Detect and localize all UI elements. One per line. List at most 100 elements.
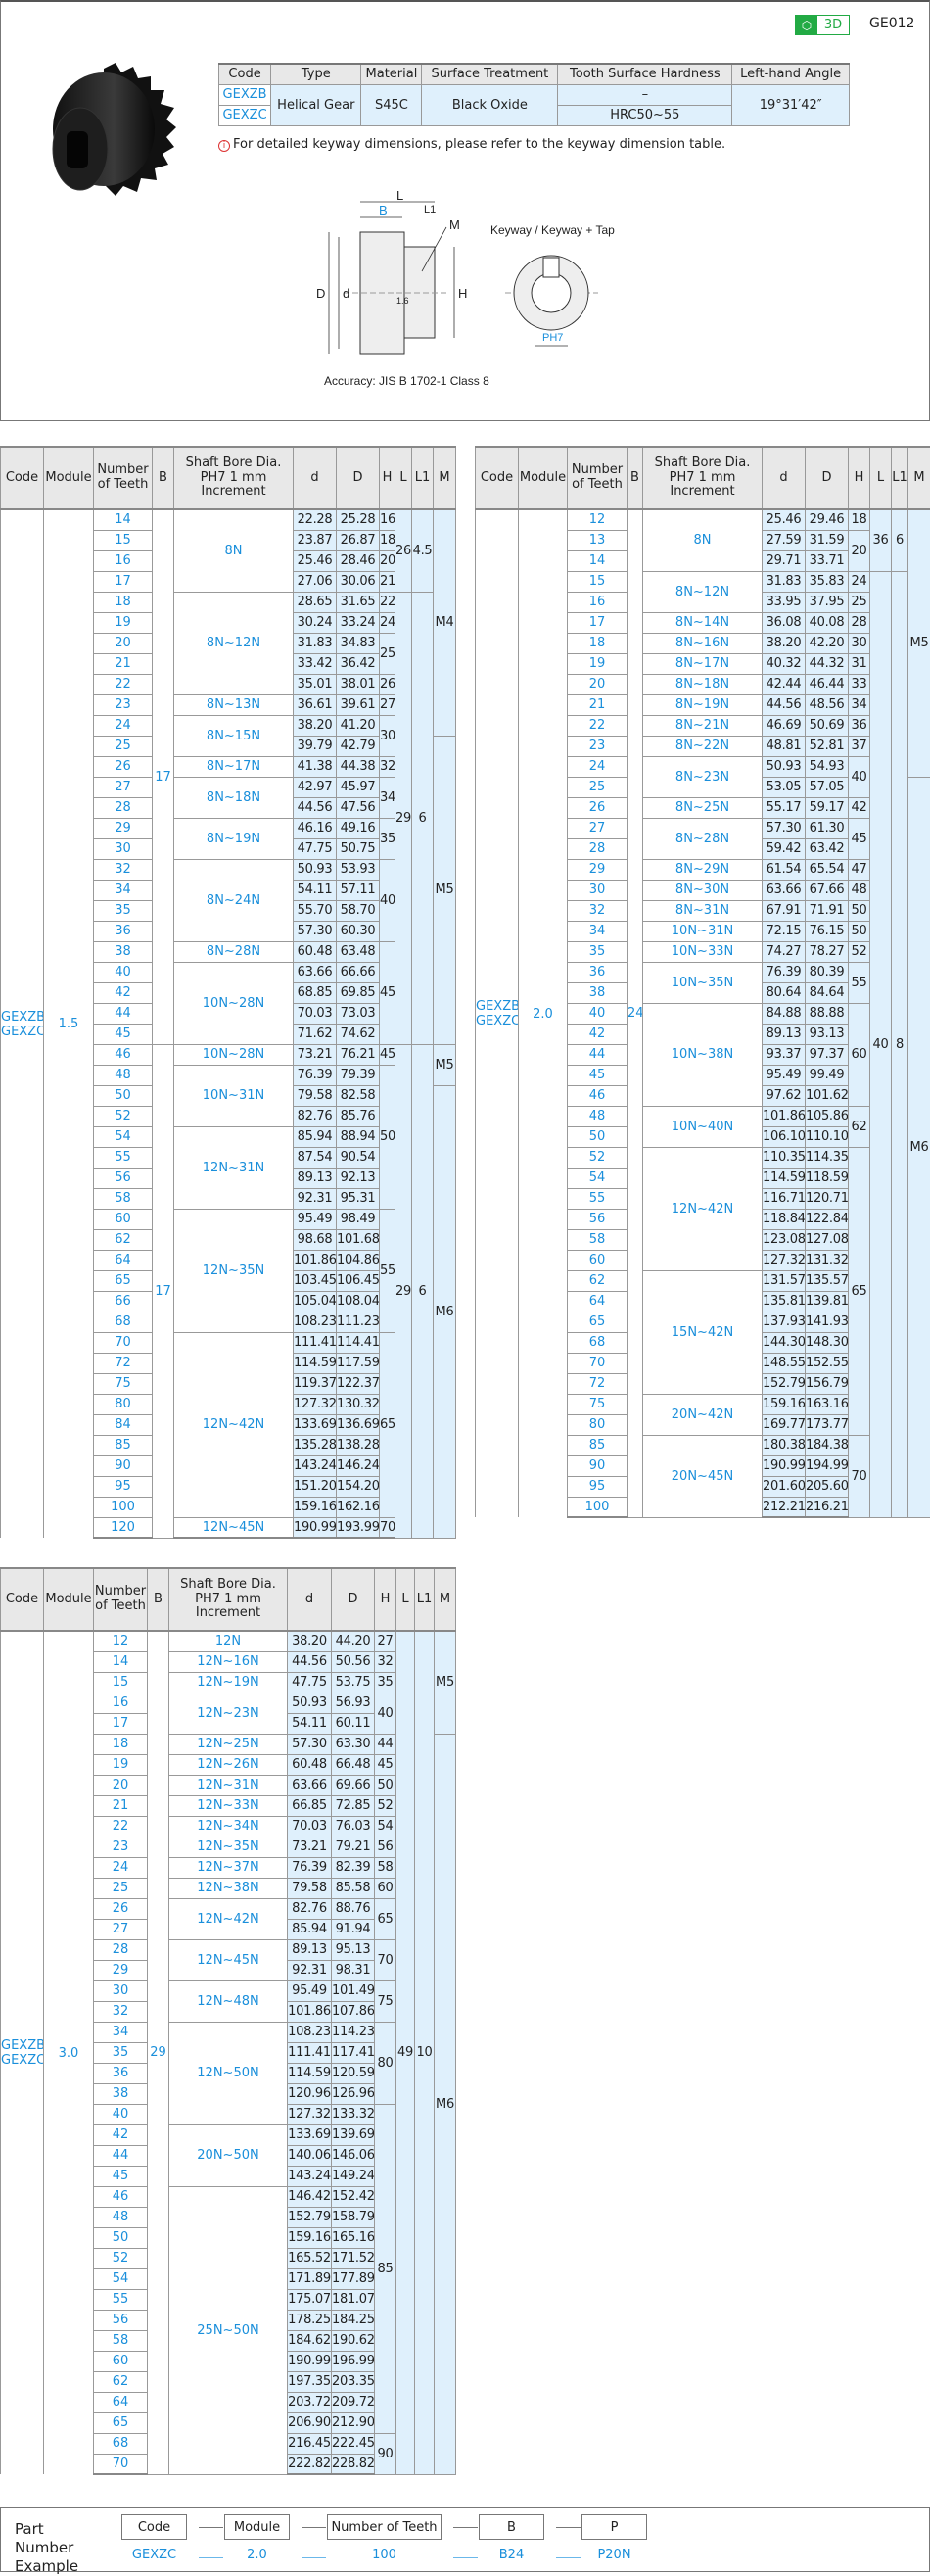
teeth-link[interactable]: 17 (94, 571, 153, 592)
teeth-link[interactable]: 21 (94, 1795, 148, 1816)
shaft-bore-link[interactable]: 12N~37N (169, 1857, 288, 1878)
teeth-link[interactable]: 84 (94, 1414, 153, 1435)
shaft-bore-link[interactable]: 12N~31N (174, 1126, 294, 1209)
teeth-link[interactable]: 25 (94, 1878, 148, 1898)
teeth-link[interactable]: 85 (94, 1435, 153, 1455)
teeth-link[interactable]: 65 (94, 1270, 153, 1291)
teeth-link[interactable]: 17 (568, 612, 628, 633)
teeth-link[interactable]: 68 (568, 1332, 628, 1353)
teeth-link[interactable]: 27 (568, 818, 628, 838)
teeth-link[interactable]: 14 (94, 1651, 148, 1672)
teeth-link[interactable]: 64 (94, 2392, 148, 2412)
shaft-bore-link[interactable]: 8N~22N (643, 736, 763, 756)
shaft-bore-link[interactable]: 12N~45N (174, 1517, 294, 1538)
teeth-link[interactable]: 44 (94, 1003, 153, 1024)
teeth-link[interactable]: 32 (94, 2001, 148, 2022)
teeth-link[interactable]: 46 (94, 2186, 148, 2207)
teeth-link[interactable]: 26 (568, 797, 628, 818)
shaft-bore-link[interactable]: 8N~30N (643, 880, 763, 900)
teeth-link[interactable]: 21 (94, 653, 153, 674)
shaft-bore-link[interactable]: 8N~28N (174, 941, 294, 962)
shaft-bore-link[interactable]: 12N~31N (169, 1775, 288, 1795)
teeth-link[interactable]: 55 (568, 1188, 628, 1209)
teeth-link[interactable]: 62 (568, 1270, 628, 1291)
teeth-link[interactable]: 22 (94, 674, 153, 694)
shaft-bore-link[interactable]: 10N~28N (174, 1044, 294, 1065)
teeth-link[interactable]: 54 (94, 1126, 153, 1147)
teeth-link[interactable]: 75 (94, 1373, 153, 1394)
teeth-link[interactable]: 50 (568, 1126, 628, 1147)
teeth-link[interactable]: 13 (568, 530, 628, 550)
teeth-link[interactable]: 70 (94, 2454, 148, 2474)
code-cell[interactable]: GEXZB GEXZC (1, 509, 44, 1538)
shaft-bore-link[interactable]: 20N~45N (643, 1435, 763, 1517)
teeth-link[interactable]: 48 (94, 1065, 153, 1085)
teeth-link[interactable]: 30 (94, 838, 153, 859)
teeth-link[interactable]: 72 (94, 1353, 153, 1373)
shaft-bore-link[interactable]: 12N~38N (169, 1878, 288, 1898)
code-link[interactable]: GEXZC (219, 105, 271, 125)
teeth-link[interactable]: 95 (568, 1476, 628, 1497)
teeth-link[interactable]: 56 (94, 2310, 148, 2330)
teeth-link[interactable]: 20 (568, 674, 628, 694)
teeth-link[interactable]: 68 (94, 1312, 153, 1332)
teeth-link[interactable]: 58 (94, 2330, 148, 2351)
shaft-bore-link[interactable]: 10N~31N (643, 921, 763, 941)
teeth-link[interactable]: 95 (94, 1476, 153, 1497)
shaft-bore-link[interactable]: 12N~33N (169, 1795, 288, 1816)
teeth-link[interactable]: 22 (568, 715, 628, 736)
teeth-link[interactable]: 90 (568, 1455, 628, 1476)
code-cell[interactable]: GEXZB GEXZC (1, 1631, 44, 2474)
teeth-link[interactable]: 23 (568, 736, 628, 756)
teeth-link[interactable]: 62 (94, 2371, 148, 2392)
teeth-link[interactable]: 40 (94, 2104, 148, 2124)
teeth-link[interactable]: 75 (568, 1394, 628, 1414)
teeth-link[interactable]: 54 (568, 1168, 628, 1188)
teeth-link[interactable]: 29 (94, 1960, 148, 1980)
shaft-bore-link[interactable]: 12N~19N (169, 1672, 288, 1693)
teeth-link[interactable]: 22 (94, 1816, 148, 1837)
teeth-link[interactable]: 27 (94, 777, 153, 797)
teeth-link[interactable]: 19 (94, 1754, 148, 1775)
teeth-link[interactable]: 70 (94, 1332, 153, 1353)
shaft-bore-link[interactable]: 8N~13N (174, 694, 294, 715)
teeth-link[interactable]: 68 (94, 2433, 148, 2454)
teeth-link[interactable]: 56 (94, 1168, 153, 1188)
teeth-link[interactable]: 23 (94, 694, 153, 715)
teeth-link[interactable]: 38 (94, 2083, 148, 2104)
shaft-bore-link[interactable]: 10N~28N (174, 962, 294, 1044)
teeth-link[interactable]: 20 (94, 633, 153, 653)
teeth-link[interactable]: 25 (94, 736, 153, 756)
shaft-bore-link[interactable]: 8N~15N (174, 715, 294, 756)
teeth-link[interactable]: 20 (94, 1775, 148, 1795)
shaft-bore-link[interactable]: 10N~33N (643, 941, 763, 962)
teeth-link[interactable]: 58 (568, 1229, 628, 1250)
teeth-link[interactable]: 42 (94, 982, 153, 1003)
teeth-link[interactable]: 28 (568, 838, 628, 859)
shaft-bore-link[interactable]: 8N~18N (174, 777, 294, 818)
shaft-bore-link[interactable]: 15N~42N (643, 1270, 763, 1394)
shaft-bore-link[interactable]: 20N~50N (169, 2124, 288, 2186)
shaft-bore-link[interactable]: 12N~45N (169, 1939, 288, 1980)
teeth-link[interactable]: 58 (94, 1188, 153, 1209)
teeth-link[interactable]: 56 (568, 1209, 628, 1229)
shaft-bore-link[interactable]: 8N~23N (643, 756, 763, 797)
shaft-bore-link[interactable]: 12N~42N (169, 1898, 288, 1939)
shaft-bore-link[interactable]: 8N~12N (643, 571, 763, 612)
shaft-bore-link[interactable]: 8N~19N (643, 694, 763, 715)
teeth-link[interactable]: 42 (568, 1024, 628, 1044)
teeth-link[interactable]: 64 (94, 1250, 153, 1270)
teeth-link[interactable]: 12 (568, 509, 628, 530)
teeth-link[interactable]: 52 (568, 1147, 628, 1168)
teeth-link[interactable]: 80 (94, 1394, 153, 1414)
teeth-link[interactable]: 60 (94, 1209, 153, 1229)
teeth-link[interactable]: 36 (568, 962, 628, 982)
teeth-link[interactable]: 19 (94, 612, 153, 633)
teeth-link[interactable]: 34 (94, 880, 153, 900)
teeth-link[interactable]: 26 (94, 1898, 148, 1919)
teeth-link[interactable]: 60 (94, 2351, 148, 2371)
shaft-bore-link[interactable]: 10N~38N (643, 1003, 763, 1106)
shaft-bore-link[interactable]: 8N~31N (643, 900, 763, 921)
shaft-bore-link[interactable]: 10N~35N (643, 962, 763, 1003)
shaft-bore-link[interactable]: 8N~25N (643, 797, 763, 818)
